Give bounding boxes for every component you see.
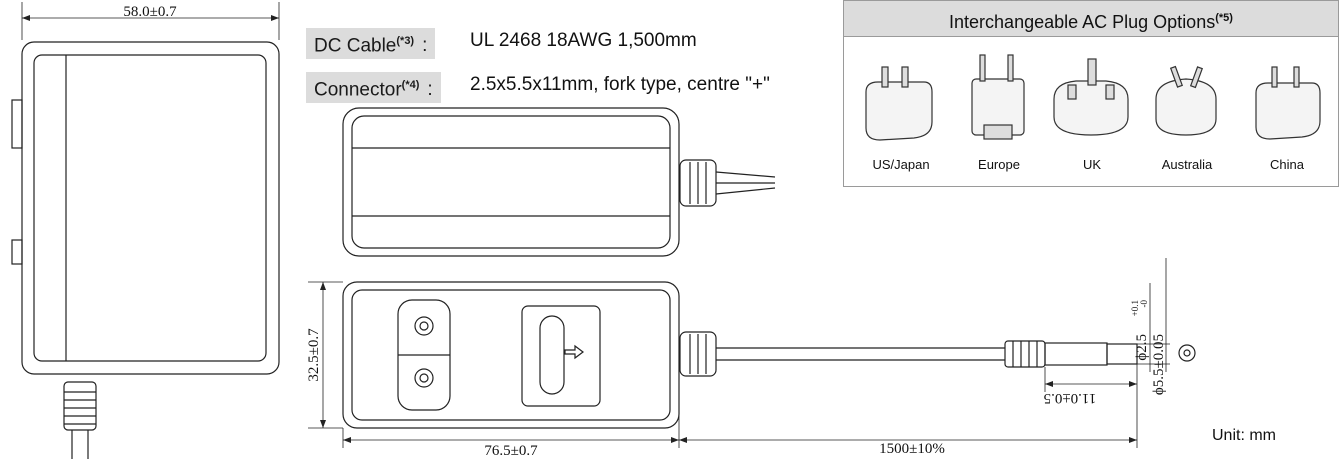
dc-cable-value: UL 2468 18AWG 1,500mm — [470, 30, 697, 51]
unit-label: Unit: mm — [1212, 427, 1276, 444]
dimension-arrows — [320, 282, 1137, 443]
dim-inner-tolerance-minus: -0 — [1139, 300, 1149, 308]
connector-label-text: Connector — [314, 79, 402, 101]
dim-width-side: 58.0±0.7 — [123, 4, 177, 20]
plug-options-ref: (*5) — [1215, 12, 1233, 24]
plug-name-australia: Australia — [1161, 157, 1213, 172]
connector-ref: (*4) — [401, 79, 420, 91]
europe-plug-icon — [971, 54, 1025, 140]
china-plug-icon — [1255, 66, 1321, 140]
connector-label: Connector(*4): — [306, 72, 441, 104]
plug-options-title-text: Interchangeable AC Plug Options — [949, 12, 1216, 32]
dim-inner-diameter: ϕ2.5 — [1134, 334, 1150, 361]
dim-outer-diameter: ϕ5.5±0.05 — [1151, 334, 1167, 395]
connector-value: 2.5x5.5x11mm, fork type, centre "+" — [470, 74, 770, 95]
front-view — [342, 281, 1196, 429]
dc-cable-label-text: DC Cable — [314, 35, 397, 57]
dim-height-front: 32.5±0.7 — [306, 328, 322, 382]
plug-options-panel: Interchangeable AC Plug Options(*5) — [843, 0, 1339, 187]
dim-length-front: 76.5±0.7 — [484, 443, 538, 459]
front-dimension-lines — [308, 258, 1170, 448]
australia-plug-icon — [1155, 65, 1217, 136]
plug-name-uk: UK — [1082, 157, 1102, 172]
dc-cable-ref: (*3) — [396, 35, 415, 47]
dc-cable-label: DC Cable(*3): — [306, 28, 436, 60]
plug-options-title: Interchangeable AC Plug Options(*5) — [844, 1, 1338, 37]
us-japan-plug-icon — [865, 66, 933, 141]
dc-cable-sep: : — [422, 35, 428, 57]
side-view — [11, 2, 280, 459]
dim-plug-length: 11.0±0.5 — [1044, 390, 1097, 406]
connector-sep: : — [427, 79, 433, 101]
dim-inner-tolerance-plus: +0.1 — [1130, 300, 1140, 316]
plug-name-china: China — [1270, 157, 1304, 172]
dim-cable-length: 1500±10% — [879, 441, 945, 457]
plug-icons — [865, 54, 1321, 141]
top-view — [342, 107, 776, 257]
side-strain-relief — [63, 381, 97, 459]
plug-name-us-japan: US/Japan — [872, 157, 930, 172]
uk-plug-icon — [1053, 58, 1129, 136]
plug-name-europe: Europe — [978, 157, 1020, 172]
